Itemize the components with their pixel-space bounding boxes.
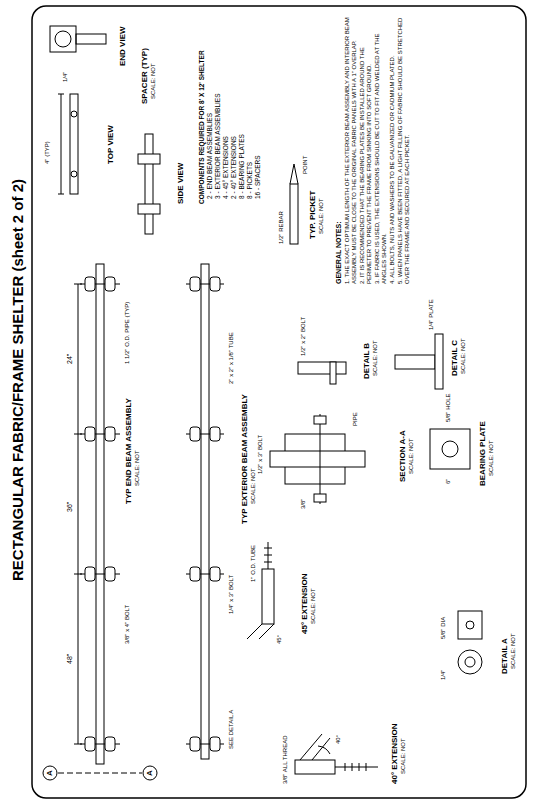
dimension-label: 1/4" x 3" BOLT bbox=[228, 575, 235, 614]
extension-45 bbox=[247, 542, 274, 639]
extension-40 bbox=[295, 734, 378, 774]
dimension-label: 4" (TYP) bbox=[44, 141, 51, 164]
view-title: TYP END BEAM ASSEMBLY bbox=[124, 398, 133, 504]
spacer-end-view bbox=[50, 26, 106, 52]
dimension-label: 1/2" x 3" BOLT bbox=[257, 435, 264, 474]
bolt-nuts bbox=[80, 277, 224, 751]
note-text: 4. ALL BOLTS, NUTS AND WASHERS TO BE GAL… bbox=[389, 14, 396, 284]
dimension-label: 4 - 45° EXTENSIONS bbox=[222, 136, 229, 199]
dimension-label: SEE DETAIL A bbox=[228, 710, 235, 749]
view-title: DETAIL C bbox=[450, 340, 459, 376]
dimension-label: 1/4" PLATE bbox=[428, 299, 435, 330]
view-title: END VIEW bbox=[118, 26, 127, 66]
dimension-label: 8 - BEARING PLATES bbox=[238, 134, 245, 199]
picket bbox=[290, 164, 298, 244]
dimension-label: 2 - END BEAM ASSEMBLIES bbox=[206, 113, 213, 199]
view-title: DETAIL B bbox=[362, 343, 371, 379]
spacer-top-view bbox=[58, 94, 78, 194]
dimension-label: SCALE: NOT bbox=[150, 63, 157, 99]
dimension-label: 1/2" REBAR bbox=[278, 211, 285, 244]
dimension-label: SCALE: NOT bbox=[310, 588, 317, 624]
dimension-label: SCALE: NOT bbox=[372, 340, 379, 376]
view-title: 40° EXTENSION bbox=[390, 723, 399, 784]
dimension-label: 48" bbox=[66, 654, 74, 664]
drawing-title: RECTANGULAR FABRIC/FRAME SHELTER (sheet … bbox=[9, 0, 26, 782]
note-text: 3. IF FABRIC IS USED, THE EXTENSIONS SHO… bbox=[374, 14, 388, 284]
dimension-label: SCALE: NOT bbox=[250, 468, 257, 504]
view-title: SECTION A-A bbox=[398, 430, 407, 482]
view-title: 45° EXTENSION bbox=[300, 573, 309, 634]
section-marker bbox=[43, 766, 157, 780]
view-title: TYP EXTERIOR BEAM ASSEMBLY bbox=[240, 394, 249, 524]
dimension-label: 3/8" ALL THREAD bbox=[282, 736, 289, 785]
dimension-label: 45° bbox=[276, 635, 283, 644]
dimension-label: 1 1/2" O.D. PIPE (TYP) bbox=[124, 302, 131, 364]
dimension-label: 2 - 40° EXTENSIONS bbox=[230, 136, 237, 199]
view-title: GENERAL NOTES: bbox=[335, 222, 343, 285]
bearing-plate bbox=[430, 429, 470, 469]
dimension-label: SCALE: NOT bbox=[408, 438, 415, 474]
section-a-a bbox=[270, 414, 365, 504]
dimension-label: 24" bbox=[66, 354, 74, 364]
detail-a bbox=[458, 611, 482, 674]
view-title: SPACER (TYP) bbox=[140, 48, 149, 104]
dimension-label: 5/8" HOLE bbox=[445, 394, 452, 422]
view-title: TYP. PICKET bbox=[308, 191, 317, 239]
dimension-label: 2" x 2" x 1/8" TUBE bbox=[228, 332, 235, 384]
dimension-label: 3/8" x 4" BOLT bbox=[124, 605, 131, 644]
dimension-label: PIPE bbox=[352, 412, 359, 426]
exterior-beam bbox=[201, 264, 209, 759]
view-title: SIDE VIEW bbox=[176, 163, 185, 204]
dimension-label: SCALE: NOT bbox=[134, 450, 141, 486]
dimension-label: 5/8" DIA bbox=[440, 617, 447, 639]
dimension-label: 16 - SPACERS bbox=[254, 155, 261, 199]
dimension-label: 6" bbox=[445, 479, 452, 484]
dimension-label: 1/4" bbox=[440, 670, 447, 680]
dimension-label: 3/8" bbox=[300, 499, 307, 509]
detail-b bbox=[298, 362, 346, 384]
view-title: COMPONENTS REQUIRED FOR 8' X 12' SHELTER bbox=[198, 50, 205, 204]
dimension-label: 1/2" x 2" BOLT bbox=[300, 317, 307, 356]
sheet-border bbox=[32, 6, 526, 798]
view-title: DETAIL A bbox=[500, 638, 509, 674]
note-text: 1. THE EXACT OPTIMUM LENGTH OF THE EXTER… bbox=[344, 14, 358, 284]
dimension-label: 3 - EXTERIOR BEAM ASSEMBLIES bbox=[214, 94, 221, 199]
view-title: TOP VIEW bbox=[106, 125, 115, 164]
note-text: 2. IT IS RECOMMENDED THAT THE BEARING PL… bbox=[359, 14, 373, 284]
dimension-label: SCALE: NOT bbox=[460, 338, 467, 374]
end-beam bbox=[74, 264, 104, 764]
dimension-label: 36" bbox=[66, 502, 74, 512]
dimension-label: SCALE: NOT bbox=[510, 633, 517, 669]
detail-c bbox=[395, 334, 443, 389]
dimension-label: 1/4" bbox=[62, 72, 69, 82]
dimension-label: SCALE: NOT bbox=[318, 198, 325, 234]
dimension-label: POINT bbox=[302, 156, 309, 174]
note-text: 5. WHEN PANELS HAVE BEEN FITTED, A LIGHT… bbox=[397, 14, 411, 284]
view-title: A bbox=[145, 768, 154, 778]
dimension-label: 8 - PICKETS bbox=[246, 162, 253, 199]
spacer-side-view bbox=[138, 134, 160, 234]
view-title: BEARING PLATE bbox=[478, 421, 487, 486]
view-title: A bbox=[45, 768, 54, 778]
dimension-label: SCALE: NOT bbox=[400, 738, 407, 774]
dimension-label: SCALE: NOT bbox=[488, 440, 495, 476]
dimension-label: 1" O.D. TUBE bbox=[250, 545, 257, 582]
dimension-label: 40° bbox=[335, 735, 342, 744]
